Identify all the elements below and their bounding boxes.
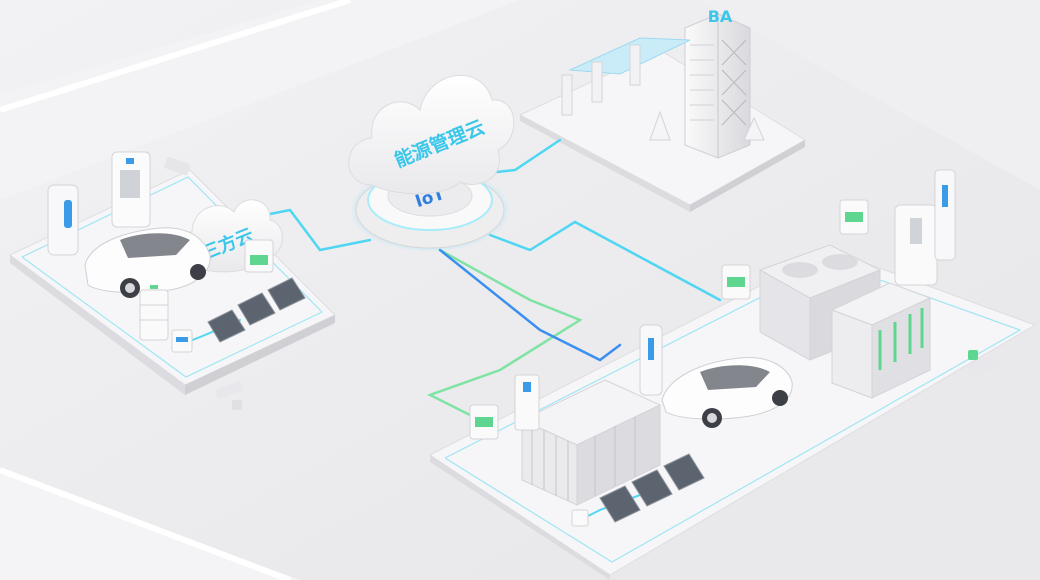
ev-charger-icon-right — [894, 169, 956, 286]
office-building-icon: BA — [684, 7, 751, 159]
cooling-tower-icon — [758, 244, 882, 361]
energy-cloud-icon: 能源管理云 — [348, 74, 515, 195]
battery-cabinet-icon-right — [830, 282, 932, 399]
line-cloud-to-right — [488, 220, 722, 302]
line-cloud-to-storage — [426, 248, 583, 417]
building-tag: BA — [708, 7, 733, 26]
solar-panel-icon — [207, 277, 306, 343]
line-cloud-to-meter — [438, 248, 622, 362]
smart-meter-icon — [171, 239, 274, 353]
ev-car-icon — [84, 227, 211, 298]
line-cloud-to-left — [263, 208, 372, 252]
solar-panel-icon-bottom — [571, 453, 705, 527]
battery-cabinet-icon — [139, 285, 169, 341]
ev-charger-icon — [47, 151, 191, 256]
decorative-props — [214, 350, 999, 410]
ev-car-icon-right — [639, 324, 793, 428]
energy-storage-container-icon — [514, 374, 662, 506]
smart-meter-icon-right — [469, 199, 869, 440]
gate-arch-icon — [561, 37, 765, 141]
